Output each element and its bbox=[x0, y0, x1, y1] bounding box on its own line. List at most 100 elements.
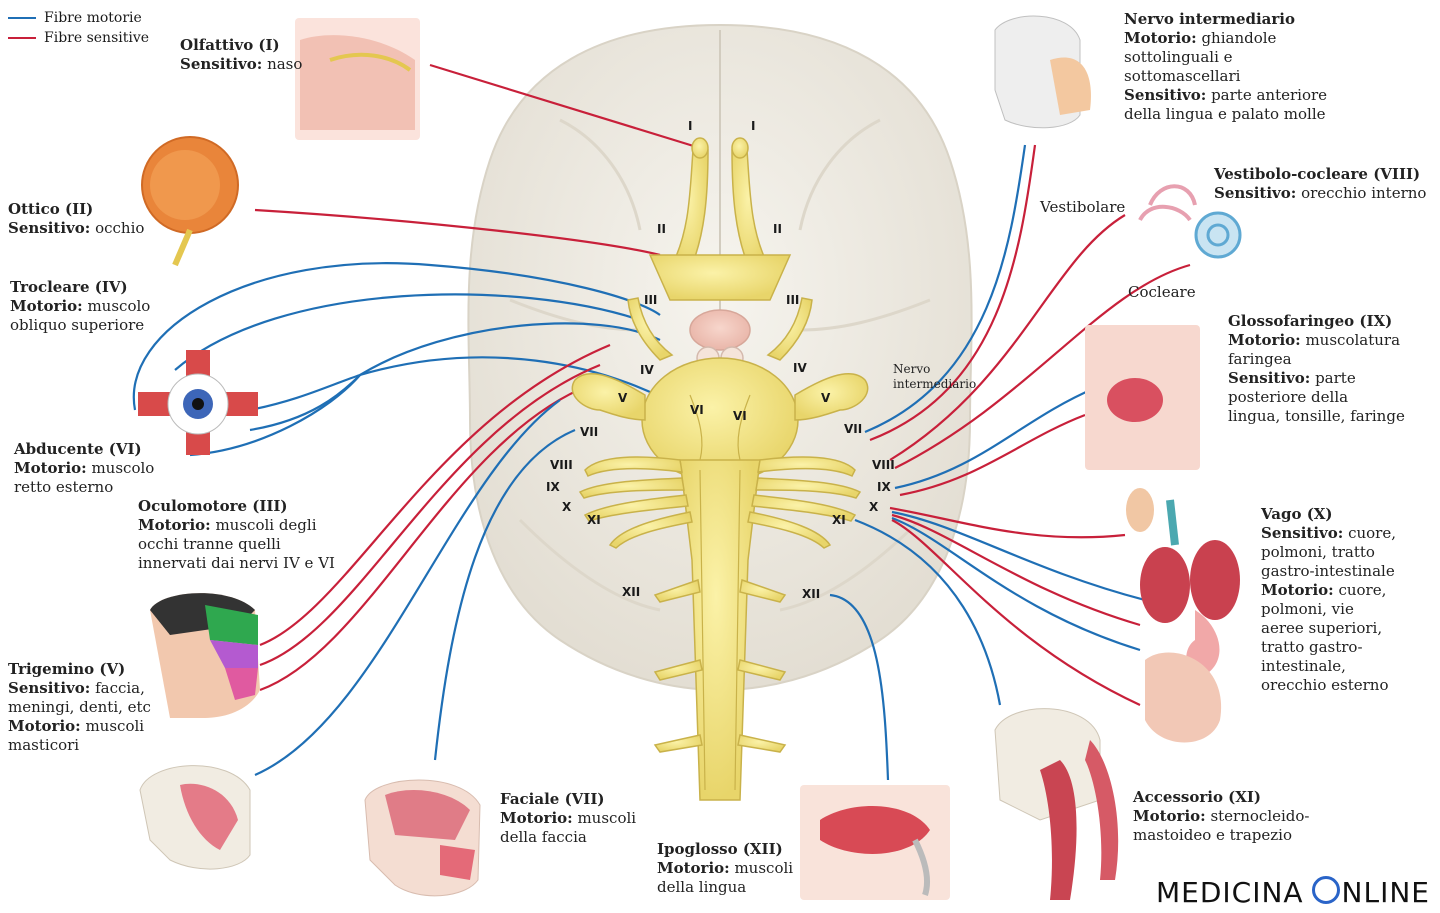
roman-I-left: I bbox=[688, 119, 692, 133]
line-glosso-blue bbox=[894, 386, 1096, 490]
legend-motor-swatch bbox=[8, 17, 36, 19]
text-ipoglosso-2: della lingua bbox=[657, 878, 747, 896]
text-faciale-1: muscoli bbox=[572, 809, 637, 827]
label-oculomotore: Oculomotore (III) Motorio: muscoli degli… bbox=[138, 497, 335, 573]
text-vago-2: polmoni, tratto bbox=[1261, 543, 1375, 561]
label-glossofaringeo: Glossofaringeo (IX) Motorio: muscolatura… bbox=[1228, 312, 1405, 426]
text-trigemino-1: faccia, bbox=[90, 679, 145, 697]
text-vago-3: gastro-intestinale bbox=[1261, 562, 1395, 580]
watermark-left: MEDICINA bbox=[1155, 876, 1304, 909]
text-intermediario-2: sottolinguali e bbox=[1124, 48, 1233, 66]
roman-IX-left: IX bbox=[546, 480, 560, 494]
line-ottico bbox=[254, 208, 661, 257]
title-vestibolo: Vestibolo-cocleare (VIII) bbox=[1214, 165, 1421, 183]
text-abducente-1: muscolo bbox=[86, 459, 155, 477]
fibre-lines bbox=[132, 63, 1191, 781]
illustration-tongue bbox=[800, 785, 950, 900]
text-glosso-5: lingua, tonsille, faringe bbox=[1228, 407, 1405, 425]
text-abducente-2: retto esterno bbox=[14, 478, 114, 496]
label-ipoglosso: Ipoglosso (XII) Motorio: muscoli della l… bbox=[657, 840, 793, 897]
illustration-head-trigeminal bbox=[150, 593, 260, 718]
line-trigemino-1 bbox=[259, 343, 611, 647]
title-ipoglosso: Ipoglosso (XII) bbox=[657, 840, 783, 858]
title-oculomotore: Oculomotore (III) bbox=[138, 497, 288, 515]
label-accessorio: Accessorio (XI) Motorio: sternocleido- m… bbox=[1133, 788, 1310, 845]
line-trocleare bbox=[132, 262, 661, 411]
text-accessorio-2: mastoideo e trapezio bbox=[1133, 826, 1292, 844]
label-vago: Vago (X) Sensitivo: cuore, polmoni, trat… bbox=[1261, 505, 1396, 695]
kw-faciale: Motorio: bbox=[500, 809, 573, 827]
kw-ottico: Sensitivo: bbox=[8, 219, 91, 237]
illustration-vagus-organs bbox=[1126, 488, 1240, 743]
text-vago-6: aeree superiori, bbox=[1261, 619, 1383, 637]
label-intermediario: Nervo intermediario Motorio: ghiandole s… bbox=[1124, 10, 1327, 124]
illustration-inner-ear bbox=[1138, 184, 1242, 259]
legend: Fibre motorie Fibre sensitive bbox=[8, 8, 149, 48]
roman-VI-right: VI bbox=[733, 409, 747, 423]
text-vestibolo: orecchio interno bbox=[1296, 184, 1427, 202]
text-vago-4: cuore, bbox=[1333, 581, 1387, 599]
roman-XI-right: XI bbox=[832, 513, 846, 527]
title-trigemino: Trigemino (V) bbox=[8, 660, 126, 678]
title-trocleare: Trocleare (IV) bbox=[10, 278, 128, 296]
text-glosso-4: posteriore della bbox=[1228, 388, 1349, 406]
kw-trigemino-s: Sensitivo: bbox=[8, 679, 91, 697]
legend-motor: Fibre motorie bbox=[8, 8, 149, 28]
text-glosso-1: muscolatura bbox=[1300, 331, 1401, 349]
line-vestibolare bbox=[889, 214, 1126, 461]
line-abducente-2 bbox=[249, 374, 361, 432]
text-olfattivo: naso bbox=[262, 55, 303, 73]
label-faciale: Faciale (VII) Motorio: muscoli della fac… bbox=[500, 790, 636, 847]
roman-V-right: V bbox=[821, 391, 831, 405]
label-ottico: Ottico (II) Sensitivo: occhio bbox=[8, 200, 144, 238]
line-trigemino-3 bbox=[259, 383, 591, 692]
kw-trigemino-m: Motorio: bbox=[8, 717, 81, 735]
roman-VIII-right: VIII bbox=[872, 458, 895, 472]
line-olfattivo bbox=[429, 63, 701, 150]
kw-glosso-s: Sensitivo: bbox=[1228, 369, 1311, 387]
text-vago-5: polmoni, vie bbox=[1261, 600, 1354, 618]
legend-sensory-label: Fibre sensitive bbox=[44, 30, 150, 46]
kw-trocleare: Motorio: bbox=[10, 297, 83, 315]
text-trigemino-4: masticori bbox=[8, 736, 80, 754]
roman-XII-left: XII bbox=[622, 585, 640, 599]
kw-abducente: Motorio: bbox=[14, 459, 87, 477]
kw-vago-s: Sensitivo: bbox=[1261, 524, 1344, 542]
illustration-pharynx bbox=[1085, 325, 1200, 470]
roman-III-left: III bbox=[644, 293, 657, 307]
roman-VI-left: VI bbox=[690, 403, 704, 417]
kw-oculomotore: Motorio: bbox=[138, 516, 211, 534]
text-faciale-2: della faccia bbox=[500, 828, 587, 846]
text-glosso-2: faringea bbox=[1228, 350, 1292, 368]
text-vago-7: tratto gastro- bbox=[1261, 638, 1363, 656]
line-vago-2 bbox=[891, 510, 1146, 602]
roman-III-right: III bbox=[786, 293, 799, 307]
kw-intermediario-s: Sensitivo: bbox=[1124, 86, 1207, 104]
line-ipoglosso bbox=[829, 593, 890, 781]
kw-ipoglosso: Motorio: bbox=[657, 859, 730, 877]
brainstem bbox=[571, 137, 869, 801]
watermark-right: NLINE bbox=[1341, 876, 1430, 909]
line-vago-1 bbox=[889, 506, 1126, 539]
title-abducente: Abducente (VI) bbox=[14, 440, 142, 458]
title-faciale: Faciale (VII) bbox=[500, 790, 605, 808]
text-ottico: occhio bbox=[90, 219, 145, 237]
line-trigemino-motor bbox=[254, 399, 561, 777]
label-vestibolare: Vestibolare bbox=[1040, 198, 1126, 216]
kw-intermediario-m: Motorio: bbox=[1124, 29, 1197, 47]
line-intermediario-red bbox=[869, 144, 1037, 442]
text-trocleare-2: obliquo superiore bbox=[10, 316, 145, 334]
text-vago-8: intestinale, bbox=[1261, 657, 1346, 675]
watermark-logo: MEDICINA NLINE bbox=[1156, 876, 1430, 909]
title-accessorio: Accessorio (XI) bbox=[1133, 788, 1262, 806]
label-abducente: Abducente (VI) Motorio: muscolo retto es… bbox=[14, 440, 154, 497]
text-intermediario-1: ghiandole bbox=[1196, 29, 1277, 47]
legend-sensory-swatch bbox=[8, 37, 36, 39]
brainstem-details bbox=[689, 394, 751, 791]
roman-VII-right: VII bbox=[844, 422, 862, 436]
title-intermediario: Nervo intermediario bbox=[1124, 10, 1296, 28]
roman-IV-left: IV bbox=[640, 363, 654, 377]
title-vago: Vago (X) bbox=[1261, 505, 1333, 523]
text-trocleare-1: muscolo bbox=[82, 297, 151, 315]
